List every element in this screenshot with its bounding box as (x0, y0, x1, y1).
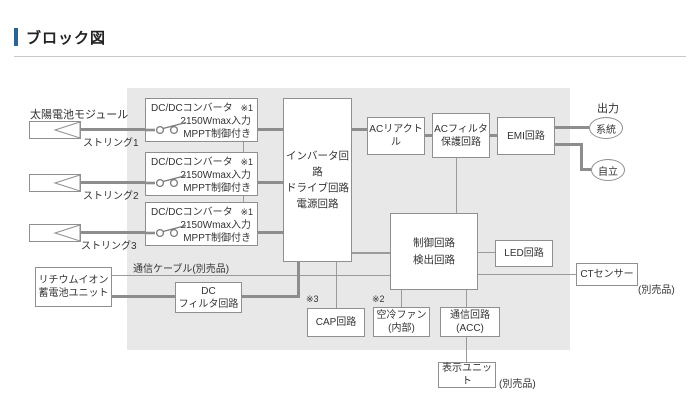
string2-label: ストリング2 (83, 191, 139, 202)
block-dcdc-converter-2: DC/DCコンバータ ※1 2150Wmax入力 MPPT制御付き (145, 152, 258, 196)
comm-cable-label: 通信ケーブル(別売品) (133, 264, 230, 275)
fan-line2: (内部) (388, 323, 415, 334)
dcdc2-spec: 2150Wmax入力 (180, 170, 251, 181)
connector-emi-standalone-v (580, 143, 583, 171)
pv-module-label: 太陽電池モジュール (30, 109, 129, 121)
connector-battery-dcfilter (112, 295, 175, 298)
cap-label: CAP回路 (315, 317, 357, 328)
connector-dcdc3-inverter (258, 231, 283, 234)
dcdc3-name: DC/DCコンバータ (151, 207, 233, 218)
connector-string1-dcdc1 (81, 128, 145, 131)
block-inverter: インバータ回路 ドライブ回路 電源回路 (283, 98, 352, 262)
dcdc1-name: DC/DCコンバータ (151, 103, 233, 114)
ct-sensor-label: CTセンサー (580, 269, 634, 280)
dcdc3-spec: 2150Wmax入力 (180, 220, 251, 231)
connector-control-comm-circuit (466, 290, 467, 307)
standalone-output-terminal: 自立 (591, 159, 625, 181)
connector-dcdc1-inverter (258, 128, 283, 131)
connector-string2-dcdc2 (81, 181, 145, 184)
string3-label: ストリング3 (81, 241, 137, 252)
dcdc3-footnote: ※1 (240, 207, 253, 217)
dcdc1-footnote: ※1 (240, 103, 253, 113)
connector-battery-control-comm-cable (112, 275, 390, 276)
disconnect-switch-icon (146, 121, 194, 139)
block-dc-filter: DC フィルタ回路 (175, 282, 242, 313)
block-ac-reactor: ACリアクトル (367, 117, 425, 155)
connector-comm-display (466, 337, 467, 362)
block-battery-unit: リチウムイオン 蓄電池ユニット (35, 267, 112, 307)
emi-label: EMI回路 (507, 130, 545, 142)
battery-line1: リチウムイオン (38, 275, 109, 286)
block-dcdc-converter-1: DC/DCコンバータ ※1 2150Wmax入力 MPPT制御付き (145, 98, 258, 142)
connector-string3-dcdc3 (81, 231, 145, 234)
ac-filter-line2: 保護回路 (441, 136, 481, 148)
comm-circuit-line2: (ACC) (456, 323, 484, 334)
ac-reactor-label: ACリアクトル (369, 124, 423, 148)
control-line1: 制御回路 (413, 236, 455, 249)
block-cooling-fan: 空冷ファン (内部) (373, 307, 430, 337)
inverter-line1: インバータ回路 (286, 150, 349, 178)
string3-arrow-icon (29, 224, 81, 242)
inverter-line3: 電源回路 (296, 198, 339, 210)
connector-acfilter-control (456, 158, 457, 213)
dcdc1-feature: MPPT制御付き (183, 129, 251, 140)
connector-inverter-ac-reactor (352, 128, 367, 131)
connector-emi-standalone-h2 (580, 168, 591, 171)
block-cap: CAP回路 (307, 308, 365, 337)
dc-filter-line2: フィルタ回路 (178, 298, 239, 310)
standalone-output-label: 自立 (598, 166, 618, 178)
connector-reactor-acfilter (425, 134, 432, 137)
connector-control-fan (401, 290, 402, 307)
block-ac-filter-protection: ACフィルタ 保護回路 (432, 113, 490, 158)
display-unit-optional-label: (別売品) (499, 379, 536, 390)
string1-label: ストリング1 (83, 138, 139, 149)
battery-line2: 蓄電池ユニット (38, 288, 109, 299)
ac-filter-line1: ACフィルタ (434, 123, 488, 135)
dcdc2-feature: MPPT制御付き (183, 183, 251, 194)
block-comm-circuit: 通信回路 (ACC) (440, 307, 500, 337)
dc-filter-line1: DC (201, 285, 216, 297)
page-title: ブロック図 (26, 30, 107, 47)
block-display-unit: 表示ユニット (438, 362, 496, 388)
connector-dcdc2-dcdc3 (243, 196, 244, 202)
connector-acfilter-emi (490, 134, 497, 137)
led-label: LED回路 (504, 248, 544, 259)
connector-control-led (478, 252, 495, 253)
block-led: LED回路 (495, 240, 553, 267)
connector-dcfilter-inverter-v (297, 262, 300, 298)
connector-inverter-cap (336, 262, 337, 308)
grid-output-label: 系統 (596, 124, 616, 136)
connector-emi-grid (555, 126, 589, 129)
connector-control-ct-sensor (478, 274, 576, 275)
connector-inverter-control (352, 252, 390, 254)
dcdc2-footnote: ※1 (240, 157, 253, 167)
fan-line1: 空冷ファン (376, 310, 427, 321)
string1-arrow-icon (29, 121, 81, 139)
comm-circuit-line1: 通信回路 (450, 310, 490, 321)
title-accent-bar (14, 28, 18, 46)
block-emi: EMI回路 (497, 117, 555, 155)
ct-sensor-optional-label: (別売品) (638, 285, 675, 296)
inverter-line2: ドライブ回路 (286, 182, 349, 194)
block-dcdc-converter-3: DC/DCコンバータ ※1 2150Wmax入力 MPPT制御付き (145, 202, 258, 246)
fan-footnote: ※2 (372, 294, 385, 304)
dcdc2-name: DC/DCコンバータ (151, 157, 233, 168)
cap-footnote: ※3 (306, 294, 319, 304)
disconnect-switch-icon (146, 174, 194, 192)
block-control: 制御回路 検出回路 (390, 213, 478, 290)
disconnect-switch-icon (146, 224, 194, 242)
dcdc3-feature: MPPT制御付き (183, 233, 251, 244)
grid-output-terminal: 系統 (589, 117, 623, 139)
dcdc1-spec: 2150Wmax入力 (180, 116, 251, 127)
control-line2: 検出回路 (413, 253, 455, 266)
connector-dcdc2-inverter (258, 181, 283, 184)
output-label: 出力 (597, 103, 619, 115)
connector-emi-standalone-h1 (555, 143, 583, 146)
block-ct-sensor: CTセンサー (576, 263, 638, 286)
title-divider (14, 56, 686, 57)
string2-arrow-icon (29, 174, 81, 192)
connector-dcfilter-inverter-h (242, 295, 300, 298)
display-unit-label: 表示ユニット (442, 363, 492, 387)
connector-dcdc1-dcdc2 (243, 142, 244, 152)
